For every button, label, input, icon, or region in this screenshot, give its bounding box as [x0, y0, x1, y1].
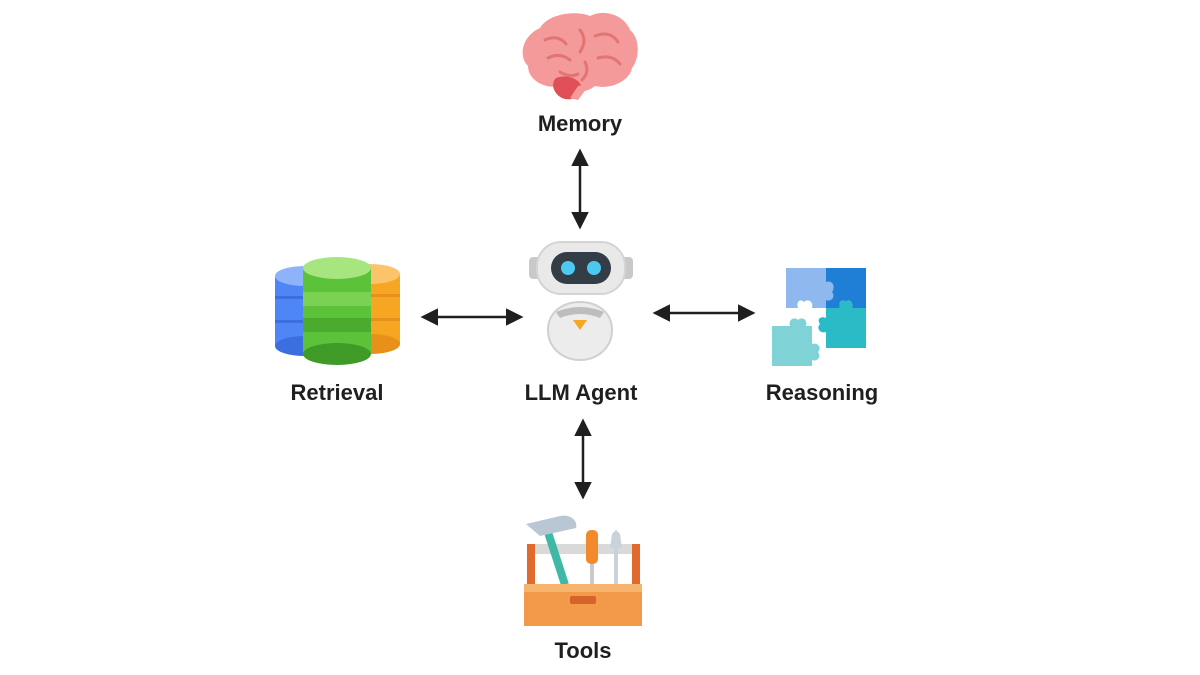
memory-node: Memory: [522, 12, 638, 136]
retrieval-label: Retrieval: [291, 380, 384, 405]
tools-label: Tools: [554, 638, 611, 663]
robot-icon: [529, 241, 633, 362]
tools-node: Tools: [524, 515, 642, 663]
reasoning-label: Reasoning: [766, 380, 878, 405]
llm-agent-node: LLM Agent: [525, 241, 638, 405]
database-stack-green: [303, 257, 371, 365]
llm-agent-label: LLM Agent: [525, 380, 638, 405]
retrieval-node: Retrieval: [275, 257, 400, 405]
toolbox-icon: [524, 515, 642, 626]
database-icon: [275, 257, 400, 365]
robot-left-eye: [561, 261, 575, 275]
hammer-icon: [526, 515, 577, 586]
brain-icon: [522, 12, 638, 100]
reasoning-node: Reasoning: [766, 268, 878, 405]
puzzle-icon: [772, 268, 866, 366]
memory-label: Memory: [538, 111, 623, 136]
screwdriver-icon: [586, 530, 598, 586]
robot-right-eye: [587, 261, 601, 275]
wrench-icon: [610, 530, 622, 586]
